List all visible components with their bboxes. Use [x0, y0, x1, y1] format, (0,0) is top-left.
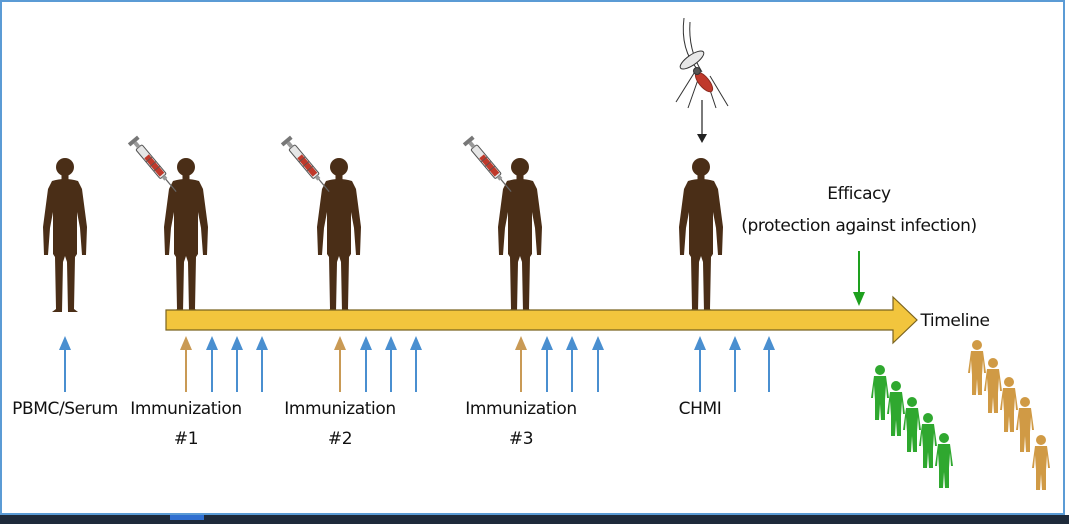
mosquito-icon [675, 17, 729, 109]
mosquito-bite-arrow-head [697, 134, 707, 143]
label-immunization-1-number: #1 [173, 429, 199, 449]
sample-arrow [541, 336, 553, 392]
sample-arrow [592, 336, 604, 392]
label-immunization-2-number: #2 [327, 429, 353, 449]
sample-arrow [694, 336, 706, 392]
sample-arrow [59, 336, 71, 392]
sample-arrow [566, 336, 578, 392]
sample-arrow [410, 336, 422, 392]
timeline-bar [165, 295, 918, 345]
label-timeline: Timeline [920, 311, 990, 331]
label-immunization-2: Immunization [284, 399, 396, 419]
sample-arrow [385, 336, 397, 392]
label-efficacy-subtitle: (protection against infection) [741, 216, 977, 236]
label-baseline: PBMC/Serum [12, 399, 118, 419]
efficacy-arrow [853, 251, 865, 306]
label-immunization-3-number: #3 [508, 429, 534, 449]
human-figure-icon [679, 158, 723, 312]
label-immunization-1: Immunization [130, 399, 242, 419]
sample-arrow [231, 336, 243, 392]
label-efficacy-title: Efficacy [827, 184, 891, 204]
immunization-arrow [334, 336, 346, 392]
bottom-bar [0, 515, 1069, 524]
human-figure-icon [317, 158, 361, 312]
human-figure-icon [164, 158, 208, 312]
sample-arrow [763, 336, 775, 392]
unprotected-group-icon [968, 340, 1050, 490]
sample-arrow [256, 336, 268, 392]
sample-arrow [729, 336, 741, 392]
immunization-arrow [180, 336, 192, 392]
label-immunization-3: Immunization [465, 399, 577, 419]
bottom-bar-tab [170, 515, 204, 520]
human-figure-icon [498, 158, 542, 312]
immunization-arrow [515, 336, 527, 392]
protected-group-icon [871, 365, 953, 488]
human-figure-icon [43, 158, 87, 312]
label-challenge: CHMI [678, 399, 722, 419]
sample-arrow [360, 336, 372, 392]
sample-arrow [206, 336, 218, 392]
